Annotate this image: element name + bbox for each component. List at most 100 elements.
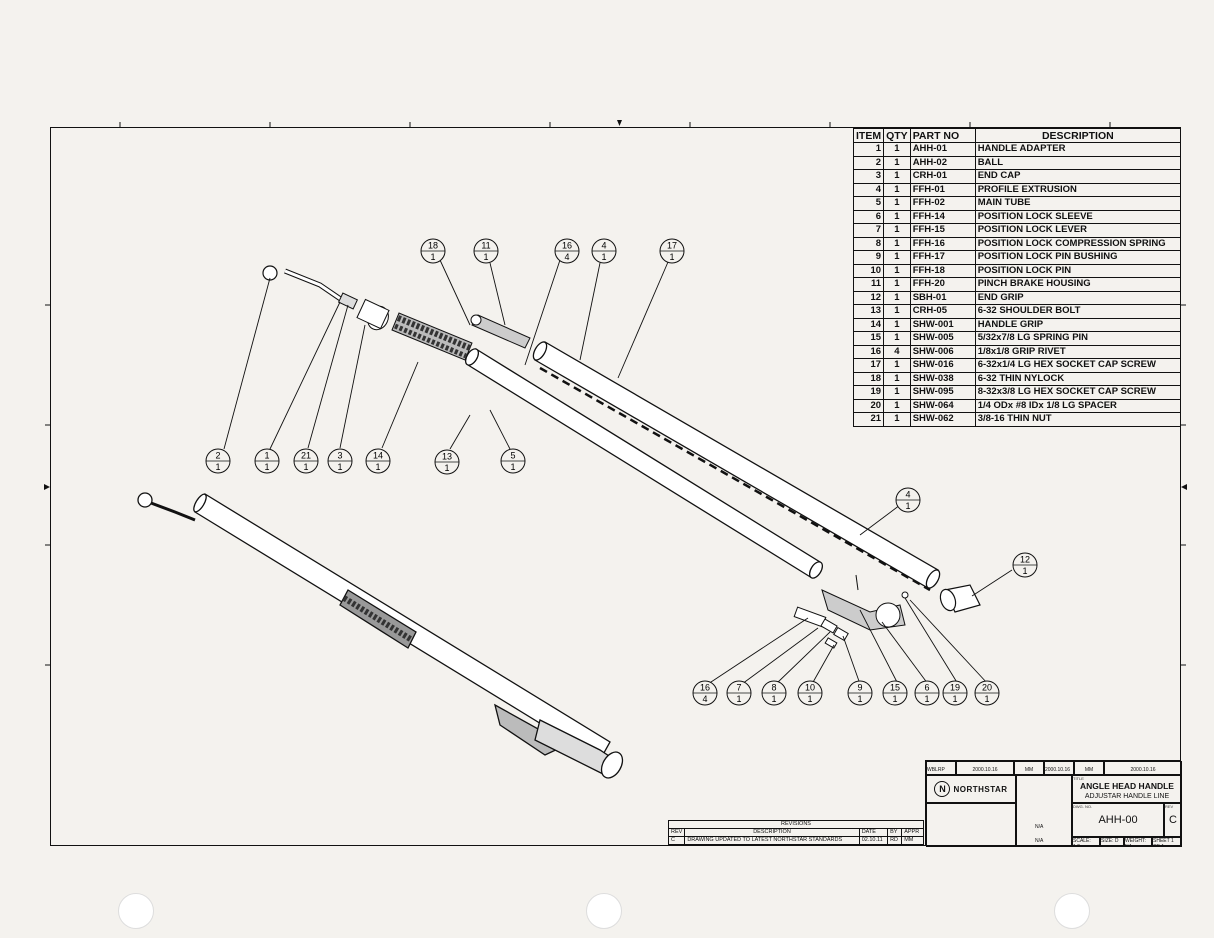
bom-cell-part-no: FFH-16	[909, 236, 976, 251]
bom-cell-qty: 1	[883, 209, 911, 224]
bom-cell-qty: 1	[883, 304, 911, 319]
rev-cell-appr: MM	[901, 836, 924, 845]
bom-cell-qty: 1	[883, 169, 911, 184]
bom-cell-qty: 1	[883, 317, 911, 332]
item-balloon: 164	[554, 238, 580, 264]
item-balloon: 131	[434, 449, 460, 475]
item-balloon: 71	[726, 680, 752, 706]
item-balloon: 11	[254, 448, 280, 474]
na-value-1: N/A	[1035, 824, 1044, 830]
balloon-item-number: 12	[1020, 555, 1030, 565]
bom-cell-part-no: FFH-18	[909, 263, 976, 278]
bom-cell-item: 8	[852, 236, 885, 251]
bom-cell-description: 8-32x3/8 LG HEX SOCKET CAP SCREW	[974, 385, 1182, 400]
balloon-quantity: 1	[736, 694, 741, 704]
balloon-quantity: 1	[215, 462, 220, 472]
bom-cell-item: 21	[852, 412, 885, 427]
drawing-border	[50, 127, 1181, 846]
balloon-item-number: 4	[601, 241, 606, 251]
balloon-quantity: 1	[924, 694, 929, 704]
bom-cell-part-no: FFH-20	[909, 277, 976, 292]
bom-cell-part-no: SBH-01	[909, 290, 976, 305]
bom-cell-description: POSITION LOCK PIN	[974, 263, 1182, 278]
bom-cell-qty: 1	[883, 142, 911, 157]
balloon-quantity: 1	[905, 501, 910, 511]
end-grip-part	[939, 584, 981, 613]
bom-cell-description: END CAP	[974, 169, 1182, 184]
item-balloon: 101	[797, 680, 823, 706]
date-checked: 2000.10.16	[1045, 767, 1071, 773]
bom-cell-description: HANDLE ADAPTER	[974, 142, 1182, 157]
bom-cell-qty: 1	[883, 398, 911, 413]
balloon-item-number: 10	[805, 683, 815, 693]
bom-cell-qty: 1	[883, 263, 911, 278]
revisions-table: REVISIONS REV DESCRIPTION DATE BY APPR C…	[667, 820, 924, 845]
title-block: WBLRP 2000.10.16 MM 2000.10.16 MM 2000.1…	[925, 760, 1182, 847]
bom-cell-item: 17	[852, 358, 885, 373]
balloon-item-number: 9	[857, 683, 862, 693]
item-balloon: 91	[847, 680, 873, 706]
sheet: SHEET 1 OF 1	[1153, 838, 1174, 847]
bom-cell-description: END GRIP	[974, 290, 1182, 305]
balloon-item-number: 13	[442, 452, 452, 462]
item-balloon: 31	[327, 448, 353, 474]
assembled-handle	[137, 492, 624, 779]
rev-header-appr: APPR	[901, 828, 924, 837]
bom-header-row: ITEM QTY PART NO DESCRIPTION	[852, 128, 1182, 143]
bom-cell-part-no: SHW-016	[909, 358, 976, 373]
bom-cell-part-no: SHW-062	[909, 412, 976, 427]
handle-adapter-part	[337, 292, 390, 331]
item-balloon: 151	[882, 680, 908, 706]
balloon-quantity: 1	[375, 462, 380, 472]
bom-cell-qty: 1	[883, 223, 911, 238]
rev-header-description: DESCRIPTION	[684, 828, 860, 837]
bom-cell-qty: 1	[883, 412, 911, 427]
bom-cell-item: 1	[852, 142, 885, 157]
weight: WEIGHT: NA	[1125, 838, 1146, 847]
balloon-quantity: 1	[771, 694, 776, 704]
balloon-quantity: 1	[984, 694, 989, 704]
balloon-quantity: 1	[807, 694, 812, 704]
revision-letter: C	[1169, 814, 1177, 826]
punch-hole-right	[1054, 893, 1090, 929]
company-logo-text: NORTHSTAR	[953, 784, 1008, 794]
rev-label: REV	[1165, 804, 1174, 809]
drawing-subtitle: ADJUSTAR HANDLE LINE	[1084, 793, 1170, 800]
bom-cell-description: PINCH BRAKE HOUSING	[974, 277, 1182, 292]
bom-cell-item: 18	[852, 371, 885, 386]
na-value-2: N/A	[1035, 838, 1044, 844]
rev-header-date: DATE	[858, 828, 889, 837]
bom-cell-description: 1/4 ODx #8 IDx 1/8 LG SPACER	[974, 398, 1182, 413]
date-approved: 2000.10.16	[1130, 767, 1156, 773]
bom-cell-qty: 1	[883, 155, 911, 170]
rev-cell-rev: C	[667, 836, 686, 845]
bom-cell-qty: 1	[883, 331, 911, 346]
bom-cell-description: POSITION LOCK LEVER	[974, 223, 1182, 238]
bom-cell-item: 13	[852, 304, 885, 319]
item-balloon: 181	[420, 238, 446, 264]
title-label: TITLE	[1073, 776, 1084, 781]
date-drawn: 2000.10.16	[972, 767, 998, 773]
balloon-item-number: 5	[510, 451, 515, 461]
center-arrow-right	[1181, 484, 1187, 490]
balloon-quantity: 1	[601, 252, 606, 262]
bom-header-item: ITEM	[852, 128, 885, 143]
pinch-brake-housing-part	[470, 314, 531, 349]
balloon-item-number: 3	[337, 451, 342, 461]
bom-cell-description: POSITION LOCK COMPRESSION SPRING	[974, 236, 1182, 251]
bom-cell-part-no: SHW-095	[909, 385, 976, 400]
bom-cell-part-no: FFH-14	[909, 209, 976, 224]
balloon-quantity: 1	[430, 252, 435, 262]
balloon-quantity: 1	[510, 462, 515, 472]
balloon-item-number: 16	[700, 683, 710, 693]
balloon-item-number: 11	[481, 241, 490, 251]
bom-cell-item: 16	[852, 344, 885, 359]
